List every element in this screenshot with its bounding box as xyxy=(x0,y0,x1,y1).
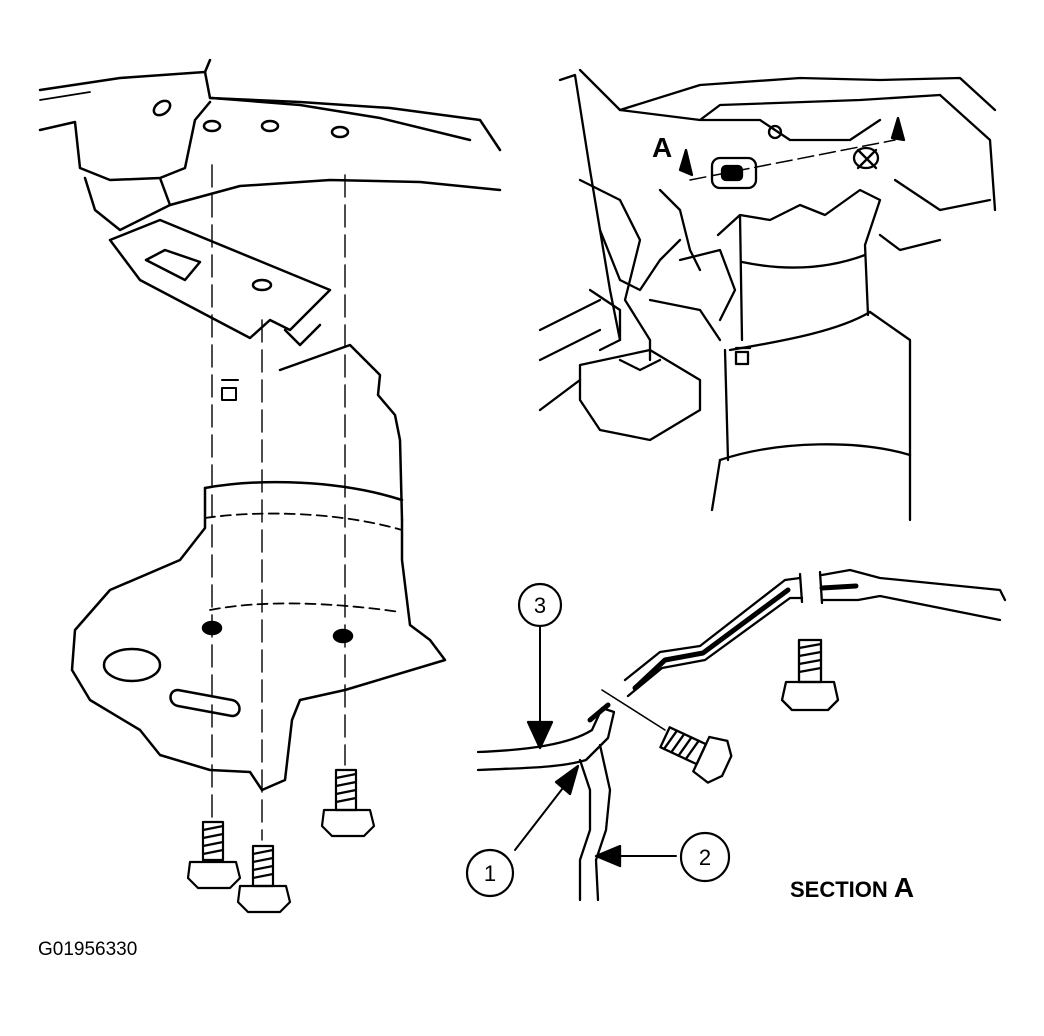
callout-2-label: 2 xyxy=(699,845,711,870)
section-bolt-angled xyxy=(659,726,733,784)
bolt-left xyxy=(186,820,242,890)
figure-id: G01956330 xyxy=(38,939,137,960)
section-caption-word: SECTION xyxy=(790,877,894,902)
upper-right-view xyxy=(538,68,997,522)
bolt-right xyxy=(320,768,376,838)
section-caption-letter: A xyxy=(894,872,914,903)
alignment-lines xyxy=(211,164,346,841)
section-a-detail xyxy=(476,568,1007,902)
callout-3-label: 3 xyxy=(534,593,546,618)
left-view xyxy=(38,58,502,914)
frame-rail xyxy=(38,58,502,347)
section-caption: SECTION A xyxy=(790,872,914,903)
section-bolt-vertical xyxy=(780,638,840,712)
bolt-center xyxy=(236,844,292,914)
section-marker-A: A xyxy=(652,132,672,163)
reference-tag xyxy=(221,379,239,401)
splash-shield xyxy=(70,343,447,792)
callout-1: 1 xyxy=(465,848,515,898)
callout-2: 2 xyxy=(679,831,731,883)
callout-3: 3 xyxy=(517,582,563,628)
callout-1-label: 1 xyxy=(484,861,496,886)
